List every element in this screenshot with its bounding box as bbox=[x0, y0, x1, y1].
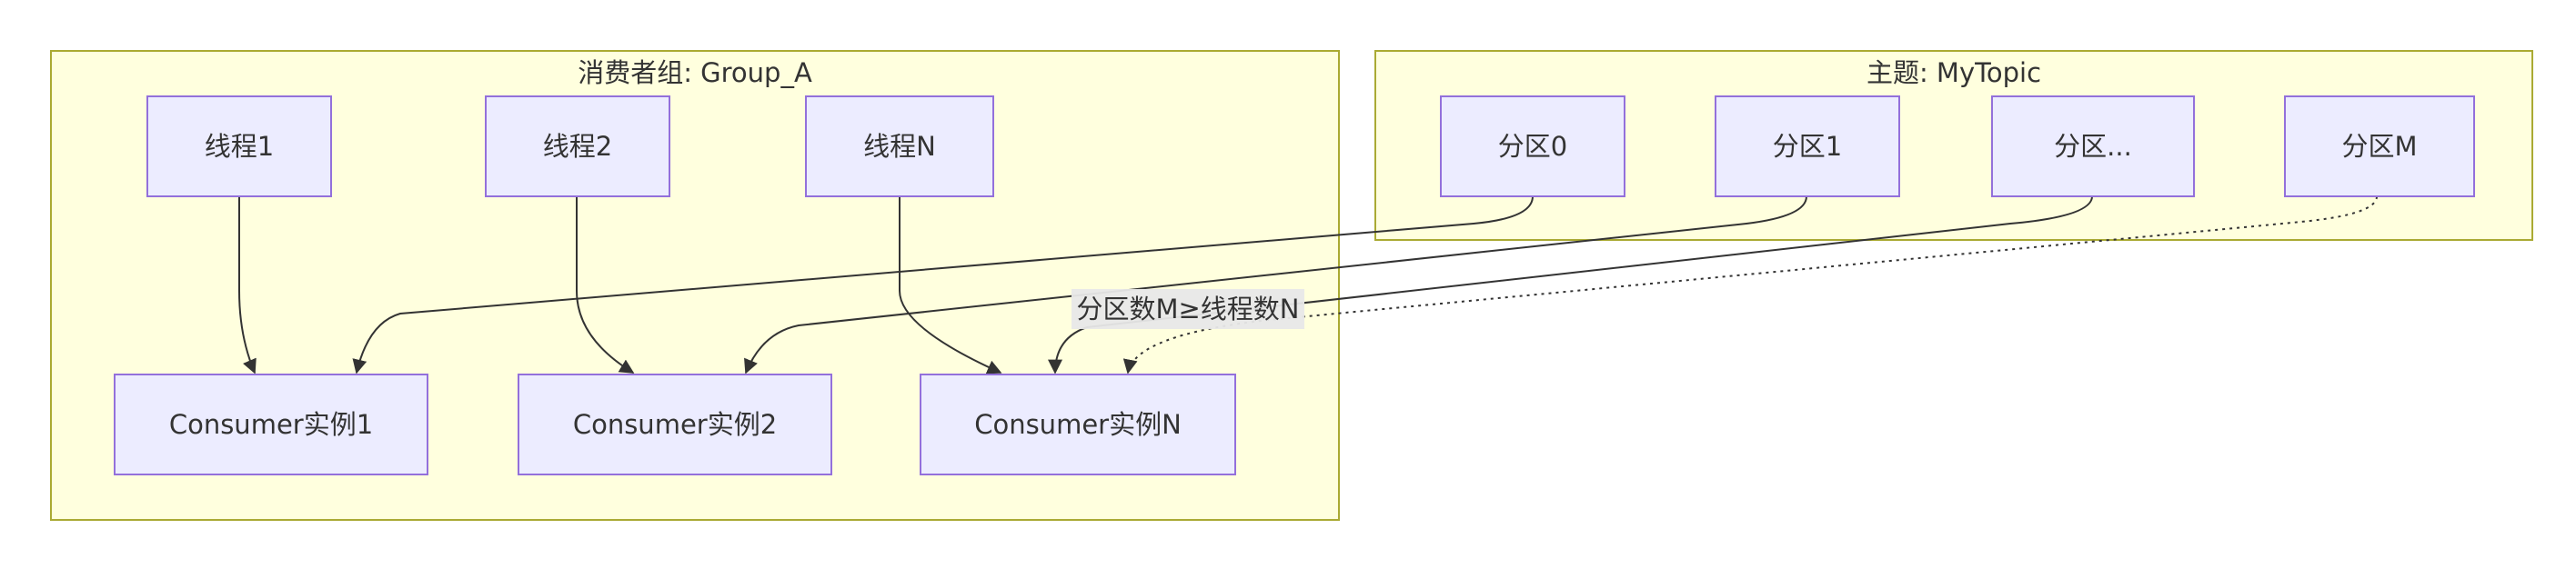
consumer-label: Consumer实例1 bbox=[169, 409, 373, 440]
partition-node-ellipsis: 分区... bbox=[1991, 95, 2195, 197]
partition-label: 分区0 bbox=[1498, 131, 1567, 162]
edge-partition1-consumer2 bbox=[744, 195, 1807, 374]
edge-partition0-consumer1 bbox=[352, 195, 1534, 374]
edge-label: 分区数M≥线程数N bbox=[1076, 294, 1299, 324]
topic-title: 主题: MyTopic bbox=[1867, 57, 2041, 88]
partition-label: 分区1 bbox=[1773, 131, 1842, 162]
consumer-node-1: Consumer实例1 bbox=[114, 374, 428, 475]
partition-label: 分区M bbox=[2341, 131, 2417, 162]
thread-node-2: 线程2 bbox=[485, 95, 670, 197]
thread-node-1: 线程1 bbox=[146, 95, 332, 197]
edge-threadN-consumerN bbox=[899, 196, 1002, 374]
partition-node-0: 分区0 bbox=[1440, 95, 1625, 197]
partition-label: 分区... bbox=[2054, 131, 2132, 162]
edge-partitionEllipsis-consumerN bbox=[1048, 195, 2093, 374]
consumer-node-n: Consumer实例N bbox=[920, 374, 1236, 475]
consumer-group-title: 消费者组: Group_A bbox=[578, 57, 812, 88]
consumer-node-2: Consumer实例2 bbox=[518, 374, 832, 475]
thread-label: 线程2 bbox=[543, 131, 612, 162]
thread-label: 线程1 bbox=[205, 131, 274, 162]
edge-label-group: 分区数M≥线程数N bbox=[1072, 289, 1304, 329]
edge-thread1-consumer1 bbox=[238, 196, 257, 374]
edge-thread2-consumer2 bbox=[576, 196, 635, 374]
thread-node-n: 线程N bbox=[805, 95, 994, 197]
consumer-label: Consumer实例N bbox=[974, 409, 1182, 440]
consumer-label: Consumer实例2 bbox=[573, 409, 777, 440]
partition-node-1: 分区1 bbox=[1715, 95, 1900, 197]
partition-node-m: 分区M bbox=[2284, 95, 2475, 197]
thread-label: 线程N bbox=[863, 131, 936, 162]
